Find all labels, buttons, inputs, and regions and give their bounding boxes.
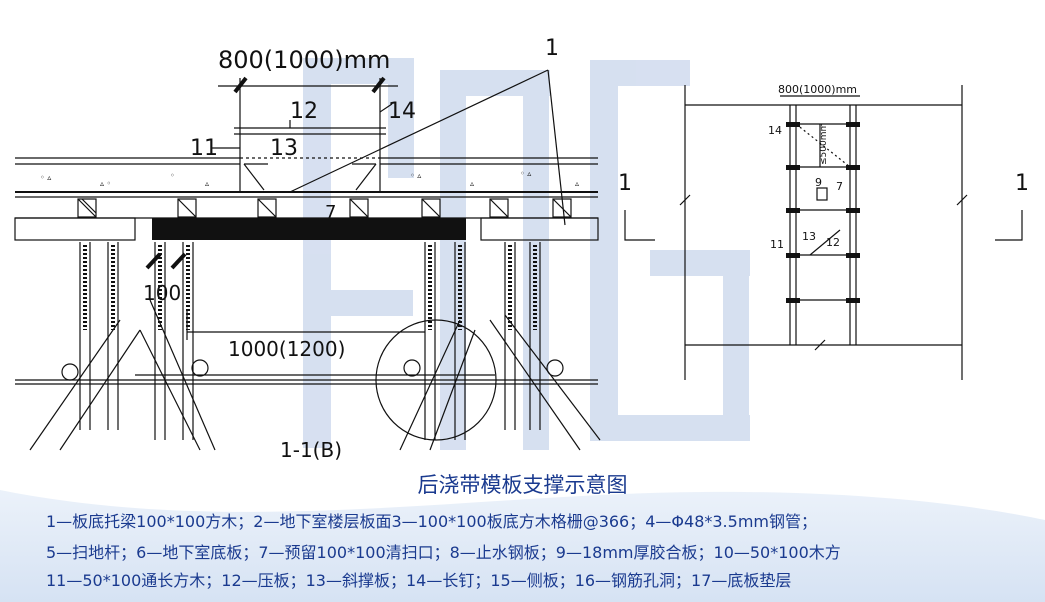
- svg-text:◦: ◦: [170, 171, 175, 180]
- right-callout-13: 13: [802, 230, 816, 243]
- right-callout-12: 12: [826, 236, 840, 249]
- right-section-right: 1: [1015, 171, 1029, 196]
- watermark-logo: [303, 58, 750, 450]
- detail-circle-label: 1-1(B): [280, 438, 342, 462]
- left-callout-7: 7: [325, 202, 336, 223]
- svg-text:◦ ▵: ◦ ▵: [410, 171, 421, 180]
- right-section-left: 1: [618, 171, 632, 196]
- diagram-caption: 后浇带模板支撑示意图: [417, 473, 628, 497]
- legend-line-3: 11—50*100通长方木；12—压板；13—斜撑板；14—长钉；15—侧板；1…: [46, 571, 792, 590]
- legend-line-1: 1—板底托梁100*100方木；2—地下室楼层板面3—100*100板底方木格栅…: [46, 512, 817, 531]
- legend-line-2: 5—扫地杆；6—地下室底板；7—预留100*100清扫口；8—止水钢板；9—18…: [46, 543, 841, 562]
- svg-text:▵: ▵: [205, 179, 209, 188]
- right-callout-14: 14: [768, 124, 782, 137]
- svg-text:▵: ▵: [575, 179, 579, 188]
- svg-text:◦ ▵: ◦ ▵: [520, 169, 531, 178]
- left-support-dim: 1000(1200): [228, 337, 345, 361]
- background-wave: [0, 490, 1045, 602]
- left-span-dim: 800(1000)mm: [218, 46, 390, 74]
- right-callout-11: 11: [770, 238, 784, 251]
- svg-text:◦ ▵: ◦ ▵: [40, 173, 51, 182]
- black-beam: [152, 218, 466, 240]
- svg-text:▵ ◦: ▵ ◦: [100, 179, 111, 188]
- svg-text:▵: ▵: [470, 179, 474, 188]
- right-plan-view: [624, 85, 1023, 380]
- left-callout-11: 11: [190, 136, 218, 161]
- right-spacing-dim: ≤500mm: [819, 123, 829, 165]
- left-callout-1: 1: [545, 36, 559, 61]
- left-small-dim: 100: [143, 281, 181, 305]
- left-section-view: [14, 69, 601, 451]
- right-callout-7: 7: [836, 180, 843, 193]
- right-nails: [786, 122, 860, 303]
- concrete-texture: ◦ ▵ ▵ ◦ ◦ ▵ ◦ ▵ ▵ ◦ ▵ ▵: [40, 169, 579, 188]
- dim-ticks: [145, 76, 386, 270]
- left-callout-13: 13: [270, 136, 298, 161]
- right-callout-9: 9: [815, 176, 822, 189]
- right-span-dim: 800(1000)mm: [778, 83, 857, 96]
- left-callout-12: 12: [290, 99, 318, 124]
- left-callout-14: 14: [388, 99, 416, 124]
